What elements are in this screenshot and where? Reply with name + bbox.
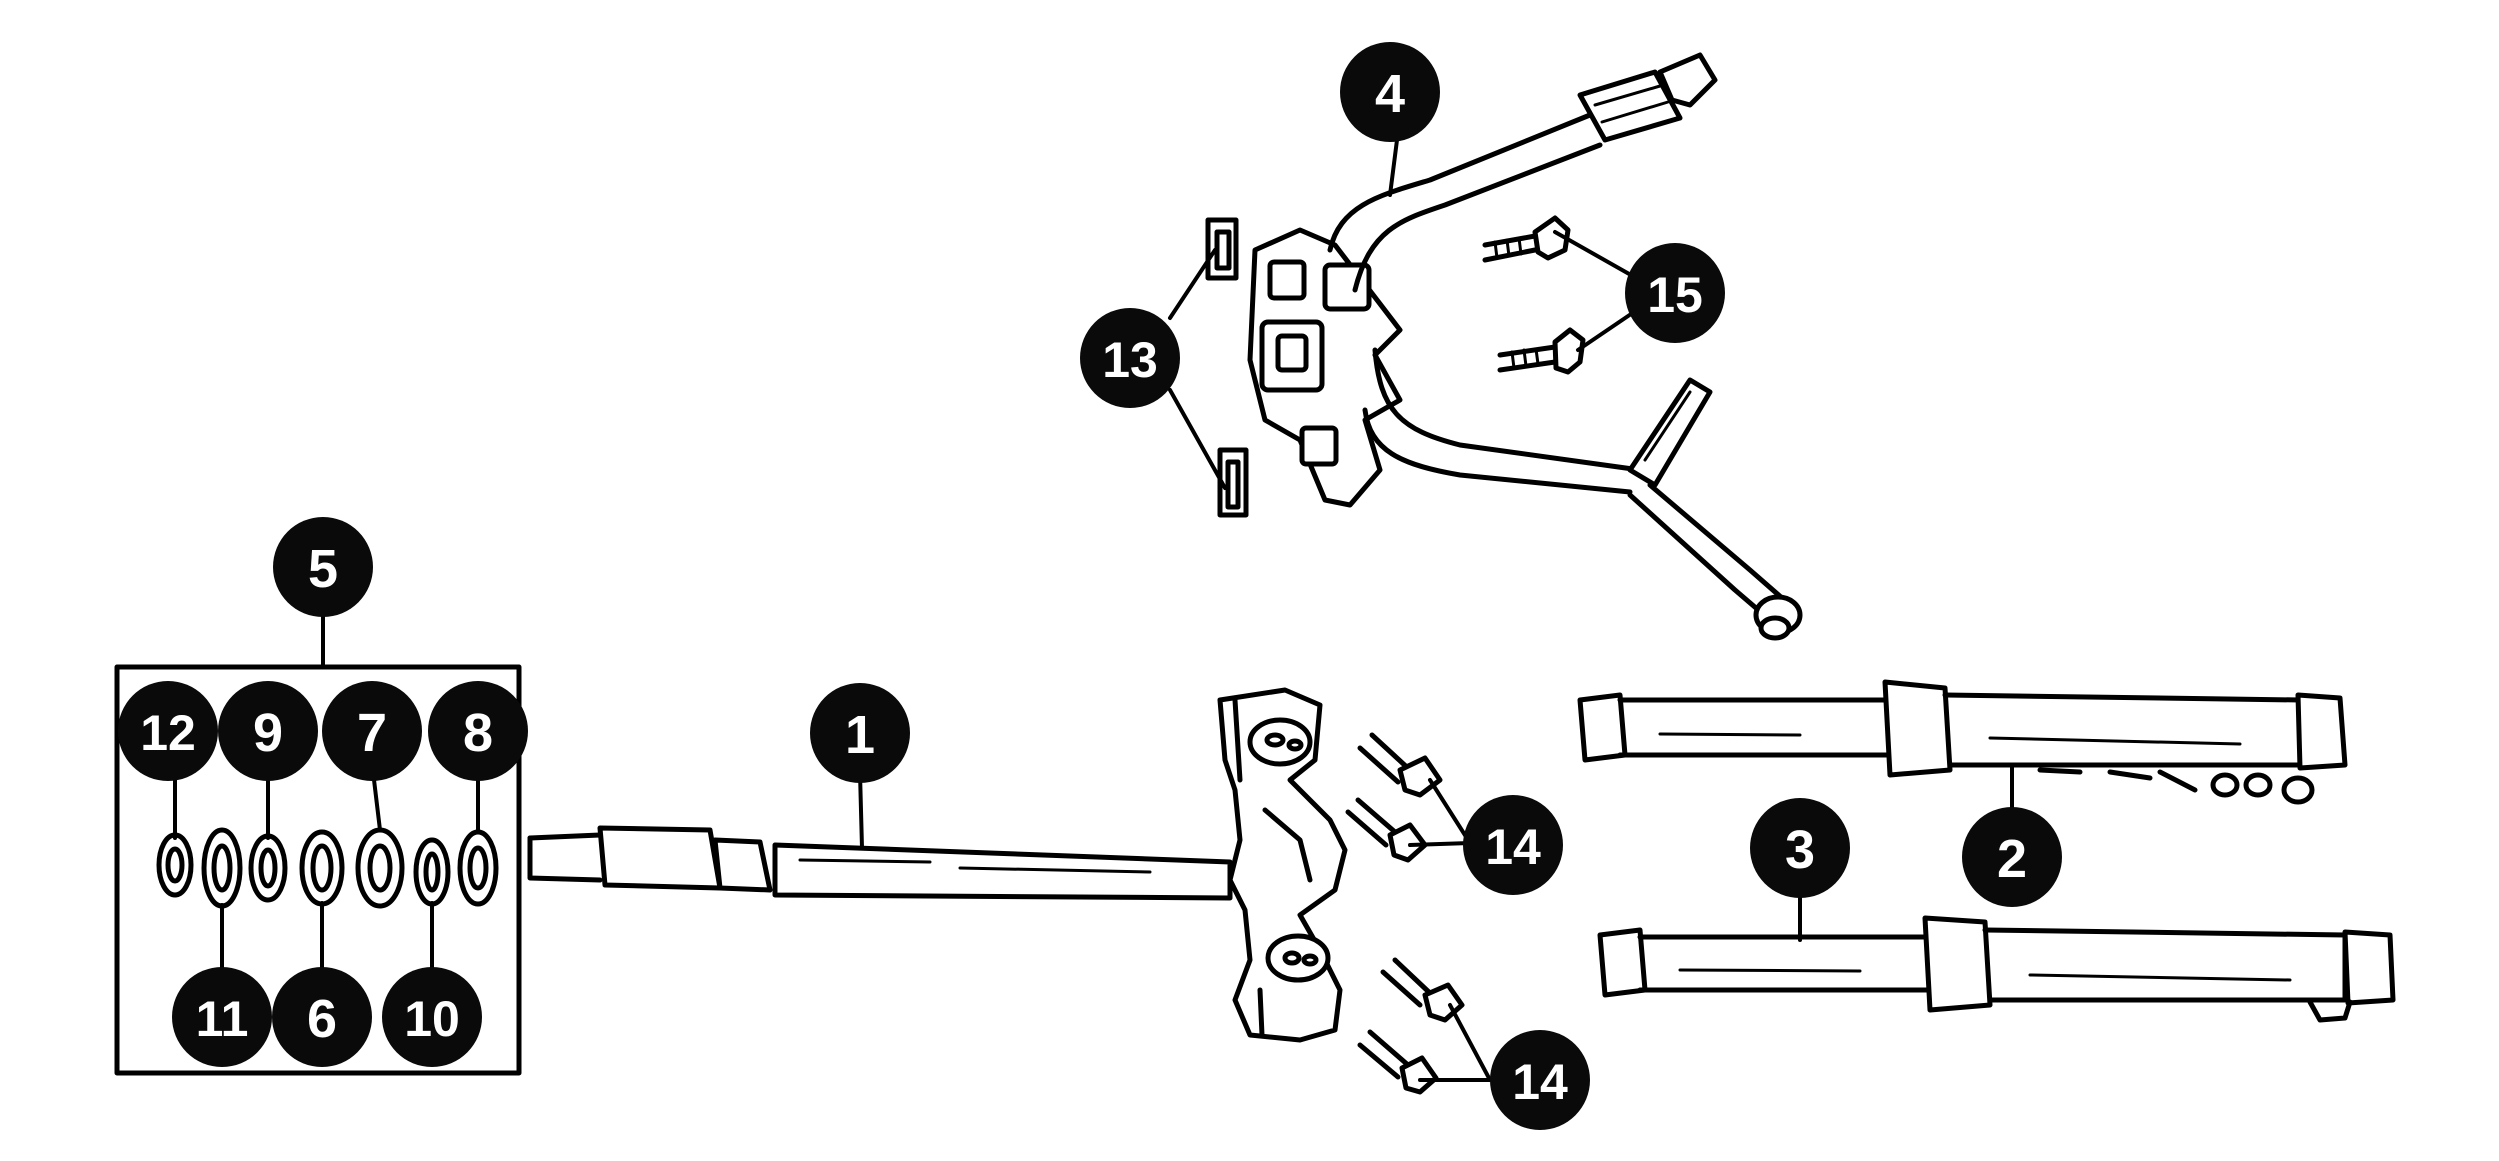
bolt-part-14 (1345, 732, 1465, 1095)
callout-1: 1 (810, 683, 910, 783)
svg-text:13: 13 (1102, 332, 1158, 388)
callout-9: 9 (218, 681, 318, 781)
callout-12: 12 (118, 681, 218, 781)
callout-15: 15 (1625, 243, 1725, 343)
callout-14-lower: 14 (1490, 1030, 1590, 1130)
fork-leg-part-2 (1577, 679, 2348, 805)
callout-8: 8 (428, 681, 528, 781)
callout-7: 7 (322, 681, 422, 781)
leader-lines (173, 138, 2014, 1082)
svg-text:8: 8 (463, 703, 493, 763)
fork-leg-part-3 (1597, 915, 2396, 1023)
svg-text:12: 12 (140, 705, 196, 761)
svg-text:2: 2 (1997, 829, 2027, 889)
svg-text:6: 6 (307, 989, 337, 1049)
svg-text:1: 1 (845, 705, 875, 765)
svg-text:3: 3 (1785, 820, 1815, 880)
svg-text:5: 5 (308, 539, 338, 599)
steering-stem-part-1 (527, 687, 1348, 1043)
svg-text:7: 7 (357, 703, 387, 763)
callout-2: 2 (1962, 807, 2062, 907)
callout-4: 4 (1340, 42, 1440, 142)
svg-text:4: 4 (1375, 64, 1405, 124)
svg-text:14: 14 (1485, 819, 1541, 875)
bolt-part-15 (1482, 215, 1586, 375)
callout-11: 11 (172, 967, 272, 1067)
callout-3: 3 (1750, 798, 1850, 898)
svg-text:10: 10 (404, 991, 460, 1047)
upper-bracket-part-4 (1247, 52, 1803, 641)
callout-5: 5 (273, 517, 373, 617)
callout-14-upper: 14 (1463, 795, 1563, 895)
callout-6: 6 (272, 967, 372, 1067)
bearing-kit-box-part-5 (114, 664, 522, 1076)
svg-text:14: 14 (1512, 1054, 1568, 1110)
svg-text:15: 15 (1647, 267, 1703, 323)
callout-13: 13 (1080, 308, 1180, 408)
svg-text:9: 9 (253, 703, 283, 763)
callout-10: 10 (382, 967, 482, 1067)
svg-text:11: 11 (196, 991, 249, 1047)
